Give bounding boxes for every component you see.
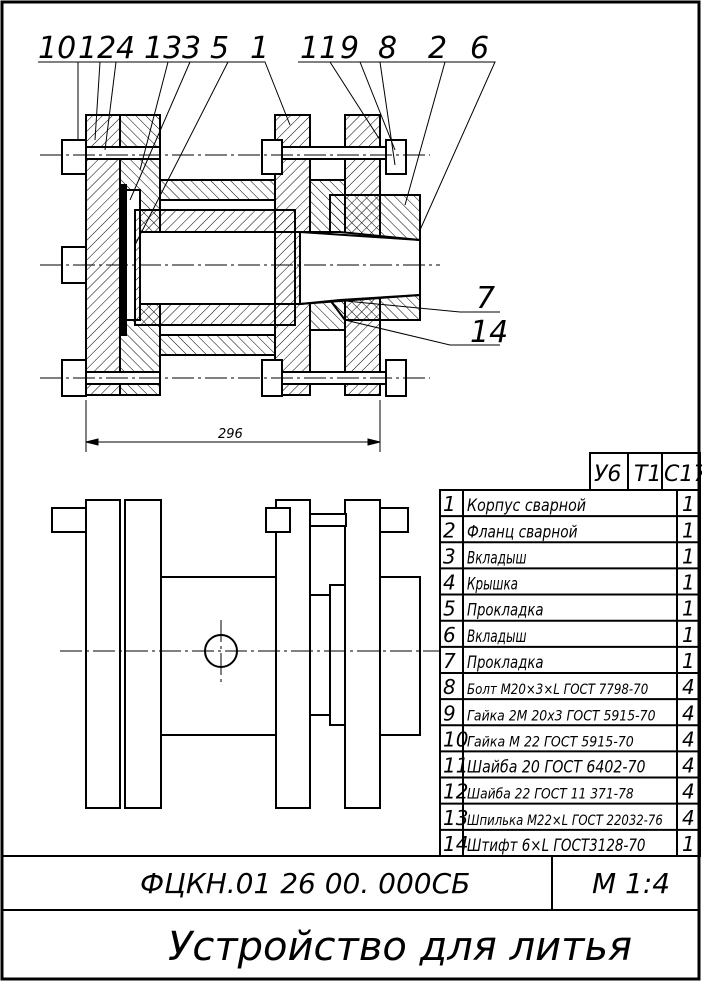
callout-5: 5 bbox=[210, 31, 229, 66]
row-quantity: 4 bbox=[682, 727, 695, 751]
callout-11: 11 bbox=[300, 31, 338, 66]
row-quantity: 1 bbox=[682, 649, 695, 673]
row-number: 14 bbox=[443, 832, 468, 856]
dimension-value: 296 bbox=[218, 427, 243, 442]
row-number: 1 bbox=[443, 492, 456, 516]
row-quantity: 1 bbox=[682, 544, 695, 568]
row-quantity: 4 bbox=[682, 701, 695, 725]
leader-lines bbox=[38, 61, 500, 346]
callout-labels: 10 12 4 13 3 5 1 11 9 8 2 6 7 14 bbox=[38, 31, 508, 350]
dimension-line bbox=[85, 400, 381, 452]
row-number: 11 bbox=[443, 754, 468, 778]
callout-4: 4 bbox=[116, 31, 135, 66]
callout-9: 9 bbox=[340, 31, 359, 66]
callout-14: 14 bbox=[470, 315, 508, 350]
row-name: Вкладыш bbox=[467, 548, 527, 568]
row-name: Крышка bbox=[467, 575, 518, 595]
callout-1: 1 bbox=[250, 31, 269, 66]
row-quantity: 4 bbox=[682, 806, 695, 830]
row-name: Гайка 2М 20х3 ГОСТ 5915-70 bbox=[467, 708, 656, 724]
drawing-scale: М 1:4 bbox=[592, 867, 670, 900]
row-name: Шайба 22 ГОСТ 11 371-78 bbox=[467, 787, 634, 803]
row-quantity: 4 bbox=[682, 780, 695, 804]
row-name: Вкладыш bbox=[467, 627, 527, 647]
row-number: 4 bbox=[443, 571, 456, 595]
row-number: 12 bbox=[443, 780, 468, 804]
row-name: Фланц сварной bbox=[467, 522, 578, 542]
drawing-code: ФЦКН.01 26 00. 000СБ bbox=[140, 867, 470, 900]
row-number: 9 bbox=[443, 701, 456, 725]
row-name: Гайка М 22 ГОСТ 5915-70 bbox=[467, 734, 634, 750]
row-number: 8 bbox=[443, 675, 456, 699]
row-quantity: 1 bbox=[682, 623, 695, 647]
row-quantity: 1 bbox=[682, 571, 695, 595]
row-quantity: 4 bbox=[682, 675, 695, 699]
drawing-title: Устройство для литья bbox=[168, 924, 632, 970]
row-name: Корпус сварной bbox=[467, 496, 586, 516]
callout-6: 6 bbox=[470, 31, 489, 66]
row-quantity: 1 bbox=[682, 492, 695, 516]
row-quantity: 4 bbox=[682, 754, 695, 778]
callout-8: 8 bbox=[378, 31, 397, 66]
row-quantity: 1 bbox=[682, 832, 695, 856]
callout-13: 13 bbox=[144, 31, 182, 66]
header-u6: У6 bbox=[594, 462, 621, 487]
row-name: Прокладка bbox=[467, 653, 544, 673]
callout-2: 2 bbox=[428, 31, 447, 66]
row-number: 13 bbox=[443, 806, 468, 830]
header-t1: Т1 bbox=[634, 462, 661, 487]
row-name: Болт М20×3×L ГОСТ 7798-70 bbox=[467, 682, 648, 698]
row-name: Штифт 6×L ГОСТ3128-70 bbox=[467, 836, 646, 856]
callout-12: 12 bbox=[78, 31, 116, 66]
row-number: 5 bbox=[443, 597, 456, 621]
parts-list-header: У6 Т1 С17 bbox=[594, 462, 702, 487]
row-number: 10 bbox=[443, 727, 468, 751]
row-number: 6 bbox=[443, 623, 456, 647]
header-s17: С17 bbox=[664, 462, 702, 487]
exterior-view bbox=[51, 499, 421, 809]
row-quantity: 1 bbox=[682, 597, 695, 621]
row-number: 3 bbox=[443, 544, 456, 568]
callout-7: 7 bbox=[476, 281, 495, 316]
section-view bbox=[61, 114, 421, 397]
row-name: Прокладка bbox=[467, 601, 544, 621]
title-block bbox=[2, 855, 700, 911]
row-quantity: 1 bbox=[682, 518, 695, 542]
row-number: 7 bbox=[443, 649, 456, 673]
callout-10: 10 bbox=[38, 31, 76, 66]
row-name: Шпилька М22×L ГОСТ 22032-76 bbox=[467, 813, 663, 829]
row-name: Шайба 20 ГОСТ 6402-70 bbox=[467, 758, 646, 778]
center-lines bbox=[40, 154, 440, 379]
callout-3: 3 bbox=[182, 31, 201, 66]
row-number: 2 bbox=[443, 518, 456, 542]
